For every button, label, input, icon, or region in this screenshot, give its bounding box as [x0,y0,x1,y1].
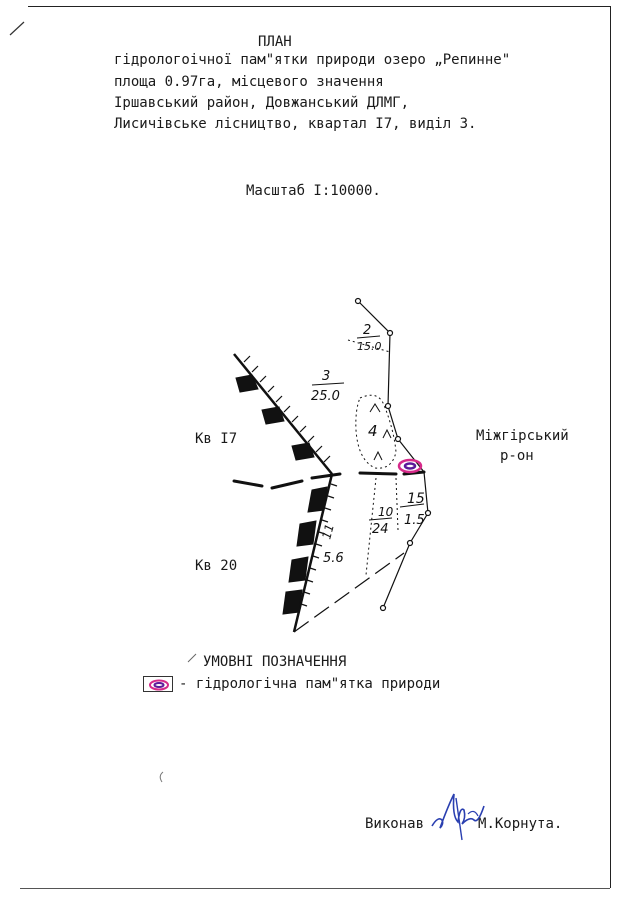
subplot-boundaries [347,339,399,576]
plot-2-number: 2 [363,323,371,338]
plot-11-area: 5.6 [323,551,344,566]
legend-text: - гідрологічна пам"ятка природи [179,676,441,692]
vegetation-marks [369,403,392,461]
plot-3-area: 25.0 [311,389,340,404]
quarter-20-label: Кв 20 [195,558,238,574]
neighbor-district-label: Міжгірський [476,428,569,444]
legend-item: - гідрологічна пам"ятка природи [143,674,440,694]
title-block: ПЛАН гідрологоічної пам"ятки природи озе… [0,0,624,140]
sheet-border-top [28,6,610,7]
plot-10-number: 10 [378,505,394,519]
lake-marker-icon [397,458,423,474]
sheet-border-bottom [20,888,610,889]
signature-line: Виконав М.Корнута. [365,810,562,838]
plot-15-area: 1.5 [404,513,425,528]
hatched-boundary-lower [282,473,338,633]
quarter-17-label: Кв І7 [195,431,238,447]
executor-name: М.Корнута. [478,816,563,832]
title-line-area: площа 0.97га, місцевого значення [114,74,384,90]
title-line-forestry: Лисичівське лісництво, квартал І7, виділ… [114,116,477,132]
hatched-boundary-upper [233,353,333,475]
legend-symbol-icon [143,676,173,692]
legend-title: УМОВНІ ПОЗНАЧЕННЯ [203,654,347,670]
neighbor-district-abbrev: р-он [500,448,534,464]
quarter-divider [232,470,426,490]
plot-boundary [293,297,432,633]
plot-labels: 2 15.0 3 25.0 4 10 24 15 1.5 11 5.6 [311,323,425,566]
plot-4-number: 4 [368,422,378,440]
title-line-district: Іршавський район, Довжанський ДЛМГ, [114,95,410,111]
plan-title: ПЛАН [258,34,292,50]
legend-mark [187,653,197,663]
stray-mark [159,771,164,783]
plot-15-number: 15 [407,491,425,507]
executed-by-label: Виконав [365,816,425,832]
sheet-border-right [610,6,611,888]
plot-3-number: 3 [322,369,330,384]
handwritten-signature [431,793,485,841]
map-scale: Масштаб І:10000. [246,183,381,199]
plot-11-number: 11 [319,522,336,540]
corner-mark [9,21,25,36]
plot-10-area: 24 [372,522,389,537]
title-line-monument: гідрологоічної пам"ятки природи озеро „Р… [114,52,511,68]
plot-2-area: 15.0 [357,340,382,353]
